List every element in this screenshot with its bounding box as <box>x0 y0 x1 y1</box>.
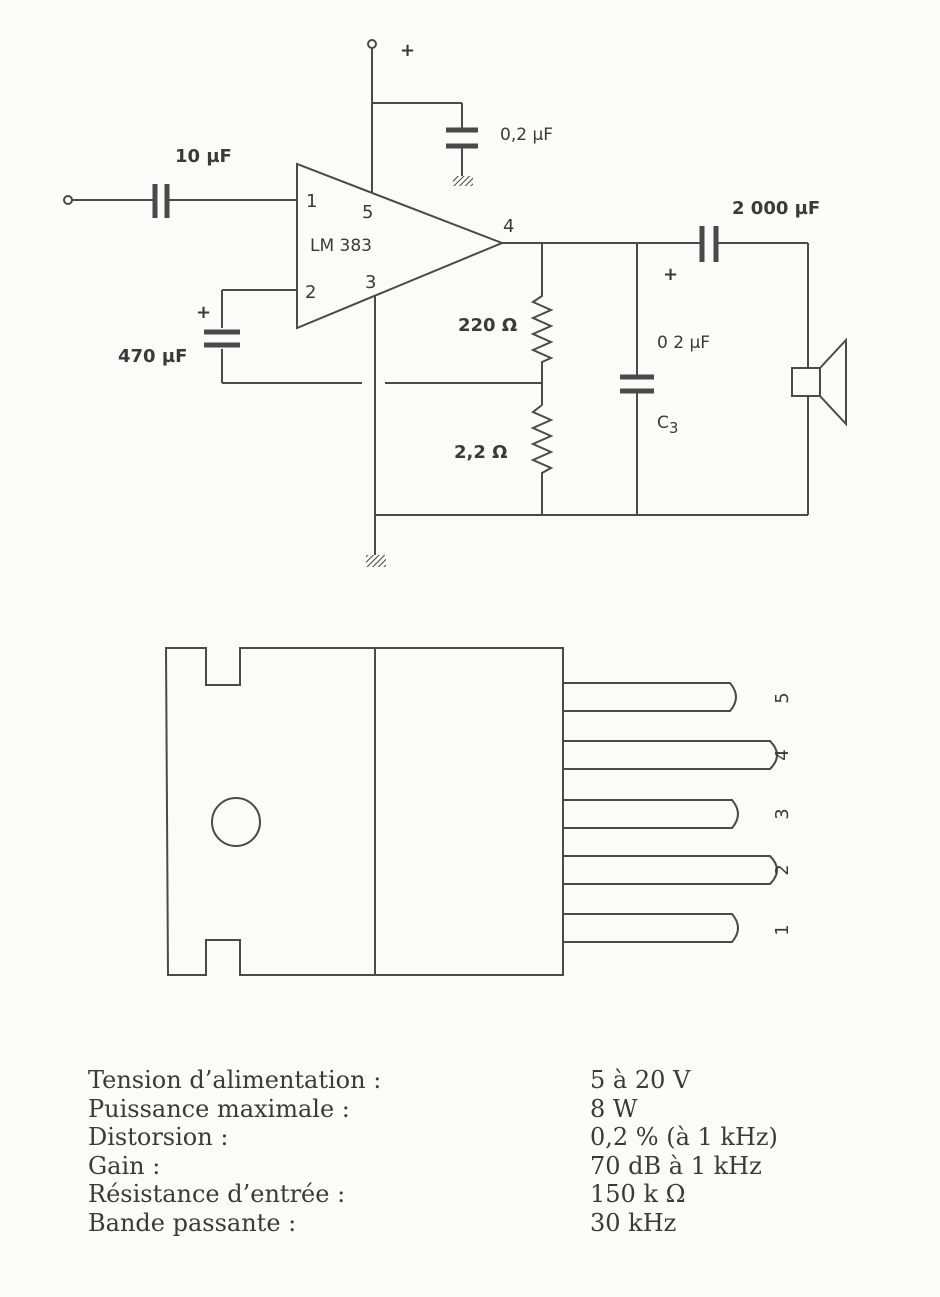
spec-row: Distorsion : 0,2 % (à 1 kHz) <box>88 1123 848 1152</box>
capacitor-c3-label: C3 <box>657 413 678 437</box>
spec-label: Puissance maximale : <box>88 1094 350 1123</box>
package-lead-5 <box>563 682 737 712</box>
supply-decoupling-capacitor <box>446 127 478 149</box>
pin2-label: 2 <box>305 282 316 303</box>
supply-terminal <box>367 39 377 49</box>
spec-value: 70 dB à 1 kHz <box>590 1151 762 1180</box>
spec-label: Résistance d’entrée : <box>88 1180 346 1209</box>
spec-label: Bande passante : <box>88 1208 297 1237</box>
resistor-2-2-label: 2,2 Ω <box>454 442 507 463</box>
feedback-capacitor-plus: + <box>196 302 211 323</box>
spec-label: Gain : <box>88 1151 161 1180</box>
input-capacitor-label: 10 µF <box>175 146 232 167</box>
resistor-220-label: 220 Ω <box>458 315 517 336</box>
package-pin-label: 3 <box>772 808 793 819</box>
speaker <box>791 337 847 427</box>
spec-label: Distorsion : <box>88 1123 229 1152</box>
package-lead-2 <box>563 855 778 885</box>
output-capacitor <box>699 226 719 262</box>
package-lead-3 <box>563 799 739 829</box>
package-pin-label: 1 <box>772 924 793 935</box>
supply-capacitor-label: 0,2 µF <box>500 125 553 145</box>
package-lead-1 <box>563 913 739 943</box>
package-pin-label: 2 <box>772 864 793 875</box>
spec-row: Bande passante : 30 kHz <box>88 1209 848 1238</box>
resistor-220 <box>530 290 554 383</box>
amplifier-triangle <box>296 162 505 330</box>
package-pin-label: 4 <box>772 749 793 760</box>
schematic-labels: + 0,2 µF 10 µF 1 5 LM 383 4 2 3 + 470 µF… <box>118 40 820 463</box>
package-lead-4 <box>563 740 778 770</box>
spec-value: 0,2 % (à 1 kHz) <box>590 1123 778 1152</box>
package-drawing <box>164 647 778 976</box>
package-pin-label: 5 <box>772 692 793 703</box>
input-terminal <box>63 195 73 205</box>
feedback-capacitor-label: 470 µF <box>118 346 187 367</box>
spec-value: 5 à 20 V <box>590 1066 691 1094</box>
pin1-label: 1 <box>306 191 317 212</box>
spec-row: Résistance d’entrée : 150 k Ω <box>88 1180 848 1209</box>
pin3-label: 3 <box>365 272 376 293</box>
pin5-label: 5 <box>362 202 373 223</box>
output-capacitor-plus: + <box>663 264 678 285</box>
capacitor-c3 <box>620 374 654 394</box>
specifications-table: Tension d’alimentation : 5 à 20 V Puissa… <box>88 1066 848 1238</box>
package-body <box>164 647 564 976</box>
spec-row: Puissance maximale : 8 W <box>88 1095 848 1124</box>
spec-row: Gain : 70 dB à 1 kHz <box>88 1152 848 1181</box>
spec-row: Tension d’alimentation : 5 à 20 V <box>88 1066 848 1095</box>
supply-plus-label: + <box>400 40 415 61</box>
mounting-hole <box>211 797 261 847</box>
spec-value: 8 W <box>590 1094 638 1123</box>
output-capacitor-label: 2 000 µF <box>732 198 820 219</box>
feedback-capacitor <box>204 329 240 348</box>
capacitor-c3-value: 0 2 µF <box>657 333 710 353</box>
spec-label: Tension d’alimentation : <box>88 1066 382 1094</box>
spec-value: 150 k Ω <box>590 1180 686 1209</box>
spec-value: 30 kHz <box>590 1208 677 1237</box>
ground-symbol-top <box>453 176 473 186</box>
resistor-2-2 <box>530 404 554 515</box>
ground-symbol-bottom <box>366 555 386 567</box>
input-capacitor <box>152 184 170 218</box>
package-pin-labels: 5 4 3 2 1 <box>772 692 793 935</box>
schematic <box>63 39 847 567</box>
pin4-label: 4 <box>503 216 514 237</box>
ic-name-label: LM 383 <box>310 236 372 256</box>
